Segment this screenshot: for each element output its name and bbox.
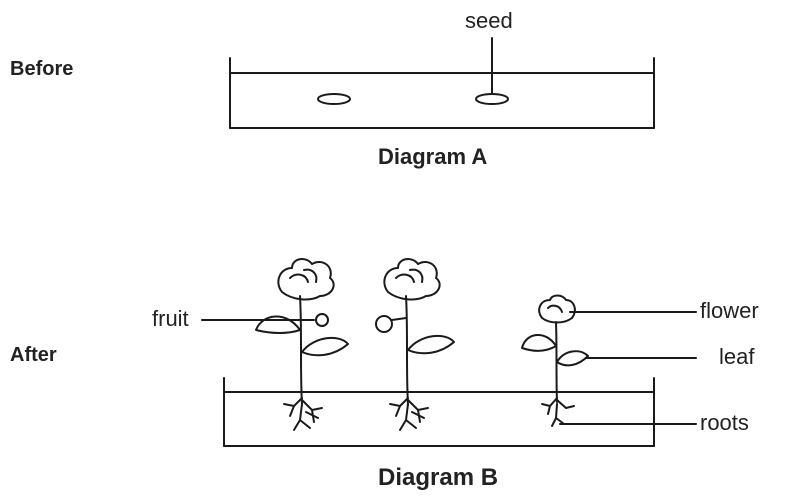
roots-label: roots <box>700 410 749 435</box>
seed-label: seed <box>465 8 513 33</box>
plant-3 <box>521 294 589 427</box>
leaf-label: leaf <box>719 344 755 369</box>
after-label: After <box>10 344 57 366</box>
flower-label: flower <box>700 298 759 323</box>
container-b <box>223 377 655 447</box>
diagram-a-caption: Diagram A <box>378 144 488 169</box>
plant-1 <box>255 258 349 431</box>
before-label: Before <box>10 58 74 80</box>
seed-right <box>475 93 509 105</box>
seed-left <box>317 93 351 105</box>
plant-2 <box>375 258 455 431</box>
fruit-label: fruit <box>152 306 189 331</box>
container-a <box>229 57 655 129</box>
diagram-b-caption: Diagram B <box>378 464 499 491</box>
